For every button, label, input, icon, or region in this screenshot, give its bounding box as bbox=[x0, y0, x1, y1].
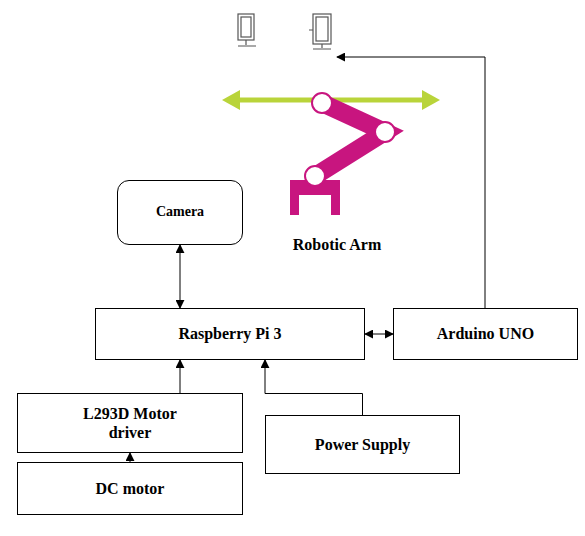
box-label: Arduino UNO bbox=[437, 324, 534, 343]
camera-box: Camera bbox=[117, 180, 243, 245]
driver-box: L293D Motor driver bbox=[17, 393, 243, 453]
illustration-label: Robotic Arm bbox=[293, 236, 381, 254]
connector-arrow bbox=[180, 245, 181, 308]
arm-joints bbox=[305, 93, 395, 186]
box-label: L293D Motor driver bbox=[65, 404, 195, 442]
connector-arrow bbox=[365, 334, 393, 335]
arm-links bbox=[315, 103, 385, 176]
connector-arrow bbox=[265, 360, 363, 415]
display-icon bbox=[238, 14, 256, 46]
connector-arrow bbox=[180, 360, 181, 393]
microcontroller-box: Arduino UNO bbox=[393, 308, 578, 360]
box-label: Raspberry Pi 3 bbox=[178, 324, 281, 343]
motor-box: DC motor bbox=[17, 462, 243, 515]
connector-arrow bbox=[130, 453, 131, 462]
controller-box: Raspberry Pi 3 bbox=[95, 308, 365, 360]
box-label: Camera bbox=[156, 204, 204, 221]
box-label: DC motor bbox=[96, 479, 165, 498]
power-box: Power Supply bbox=[265, 415, 460, 474]
display-icon bbox=[309, 14, 331, 49]
signal-line bbox=[337, 57, 485, 308]
box-label: Power Supply bbox=[315, 435, 410, 454]
